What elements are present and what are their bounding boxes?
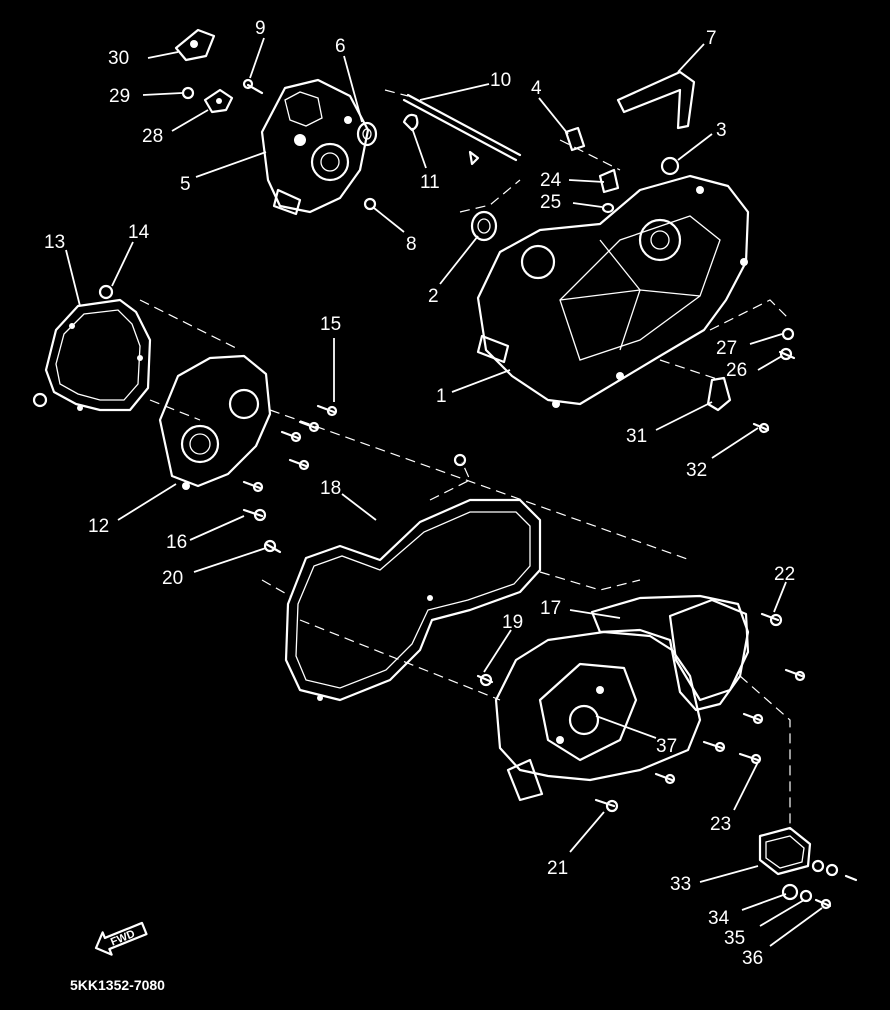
callout-3: 3 (716, 120, 727, 141)
part-2-bearing (470, 210, 498, 242)
callout-31: 31 (626, 426, 647, 447)
callout-14: 14 (128, 222, 150, 243)
part-12-cover (158, 354, 272, 490)
part-18-gasket (284, 498, 542, 702)
callout-26: 26 (726, 360, 747, 381)
callout-labels: 30 29 28 5 9 6 10 11 8 7 4 3 24 25 2 1 2… (44, 18, 795, 969)
part-28-clamp (203, 88, 234, 114)
callout-32: 32 (686, 460, 707, 481)
part-32-bolt (752, 422, 770, 434)
fwd-label: FWD (109, 928, 137, 949)
callout-35: 35 (724, 928, 745, 949)
part-35-washer (799, 889, 813, 903)
callout-28: 28 (142, 126, 163, 147)
callout-20: 20 (162, 568, 183, 589)
callout-15: 15 (320, 314, 341, 335)
callout-11: 11 (420, 172, 440, 193)
callout-4: 4 (531, 78, 542, 99)
part-1-crankcase (476, 174, 750, 408)
callout-8: 8 (406, 234, 417, 255)
callout-9: 9 (255, 18, 266, 39)
callout-16: 16 (166, 532, 187, 553)
part-dowel-left (32, 392, 48, 408)
part-31-bracket (706, 376, 732, 412)
part-3-plug (660, 156, 680, 176)
callout-1: 1 (436, 386, 447, 407)
part-25-oring (601, 202, 615, 214)
part-pin (468, 150, 480, 166)
callout-7: 7 (706, 28, 717, 49)
part-22-bolt (760, 612, 783, 627)
part-16-bolt (242, 508, 267, 522)
part-21-bolt (594, 798, 619, 813)
part-13-gasket (44, 298, 152, 412)
part-8-dowel (363, 197, 377, 211)
callout-24: 24 (540, 170, 562, 191)
part-14-dowel (98, 284, 114, 300)
callout-37: 37 (656, 736, 677, 757)
part-20-dowel (263, 539, 282, 554)
part-5-housing (260, 78, 370, 216)
callout-29: 29 (109, 86, 130, 107)
callout-27: 27 (716, 338, 737, 359)
callout-33: 33 (670, 874, 691, 895)
callout-19: 19 (502, 612, 523, 633)
callout-34: 34 (708, 908, 730, 929)
part-main-cover (494, 598, 750, 802)
part-washers (811, 859, 858, 882)
callout-6: 6 (335, 36, 346, 57)
part-7-hose (616, 70, 696, 130)
part-26-bolt (778, 347, 796, 361)
part-cover-bolts (654, 668, 806, 785)
callout-13: 13 (44, 232, 65, 253)
part-29-bolt (181, 86, 195, 100)
part-30-plate (174, 28, 216, 62)
callout-5: 5 (180, 174, 191, 195)
callout-17: 17 (540, 598, 561, 619)
callout-25: 25 (540, 192, 561, 213)
leader-lines (65, 37, 823, 947)
callout-22: 22 (774, 564, 795, 585)
part-17-gasket (590, 594, 750, 712)
callout-18: 18 (320, 478, 341, 499)
part-11-clip (402, 113, 419, 132)
callout-21: 21 (547, 858, 568, 879)
part-4-breather (564, 126, 586, 152)
part-9-bolt (242, 78, 264, 95)
part-6-seal (356, 121, 378, 147)
callout-2: 2 (428, 286, 439, 307)
part-36-bolt (814, 898, 832, 910)
part-27-nut (781, 327, 795, 341)
callout-30: 30 (108, 48, 129, 69)
diagram-code: 5KK1352-7080 (70, 977, 165, 993)
part-19-bolt (476, 673, 494, 687)
assembly-lines (139, 139, 791, 830)
part-34-collar (781, 883, 799, 901)
part-33-damper (758, 826, 812, 876)
callout-36: 36 (742, 948, 763, 969)
part-10-shaft (384, 89, 522, 162)
fwd-arrow: FWD (94, 921, 148, 956)
part-dowel-top (453, 453, 467, 467)
callout-10: 10 (490, 70, 511, 91)
callout-23: 23 (710, 814, 731, 835)
callout-12: 12 (88, 516, 109, 537)
part-24-union (598, 168, 620, 194)
